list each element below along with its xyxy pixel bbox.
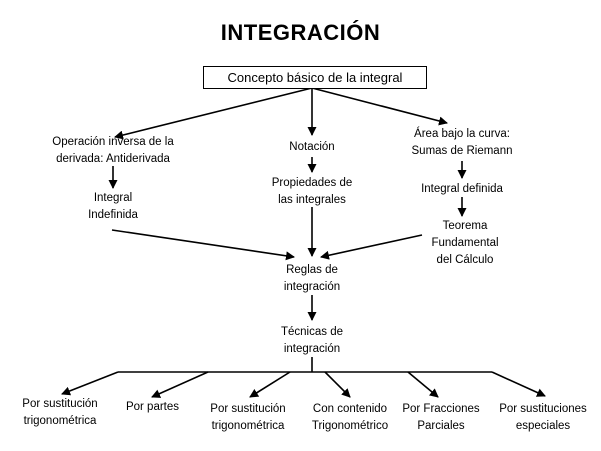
technique-item: Por sustitución trigonométrica [22, 398, 98, 427]
arrow-tech-3 [249, 371, 291, 398]
right-branch-top: Área bajo la curva: Sumas de Riemann [411, 128, 513, 157]
arrow-root-to-left [114, 87, 313, 140]
left-branch-bottom: Integral Indefinida [88, 192, 138, 221]
arrow-root-to-right [311, 87, 448, 126]
techniques-node: Técnicas de integración [280, 326, 343, 355]
left-branch-top: Operación inversa de la derivada: Antide… [52, 136, 174, 165]
technique-item: Por sustituciones especiales [499, 403, 587, 432]
right-branch-bottom: Teorema Fundamental del Cálculo [431, 220, 499, 266]
arrow-tech-1 [61, 371, 119, 396]
root-concept-box: Concepto básico de la integral [203, 66, 427, 89]
arrow-tech-5 [407, 371, 439, 398]
technique-item: Por partes [125, 401, 180, 413]
right-branch-middle: Integral definida [421, 183, 503, 195]
arrow-tech-2 [151, 371, 209, 398]
technique-item: Con contenido Trigonométrico [311, 403, 389, 432]
arrow-right-to-rules [320, 234, 423, 260]
technique-item: Por Fracciones Parciales [402, 403, 480, 432]
center-branch-bottom: Propiedades de las integrales [271, 177, 353, 206]
diagram-title: INTEGRACIÓN [220, 20, 381, 45]
rules-node: Reglas de integración [283, 264, 341, 293]
arrow-tech-4 [324, 371, 351, 398]
technique-item: Por sustitución trigonométrica [210, 403, 286, 432]
arrow-left-to-rules [111, 229, 295, 261]
arrow-tech-6 [491, 371, 546, 397]
center-branch-top: Notación [289, 141, 335, 153]
